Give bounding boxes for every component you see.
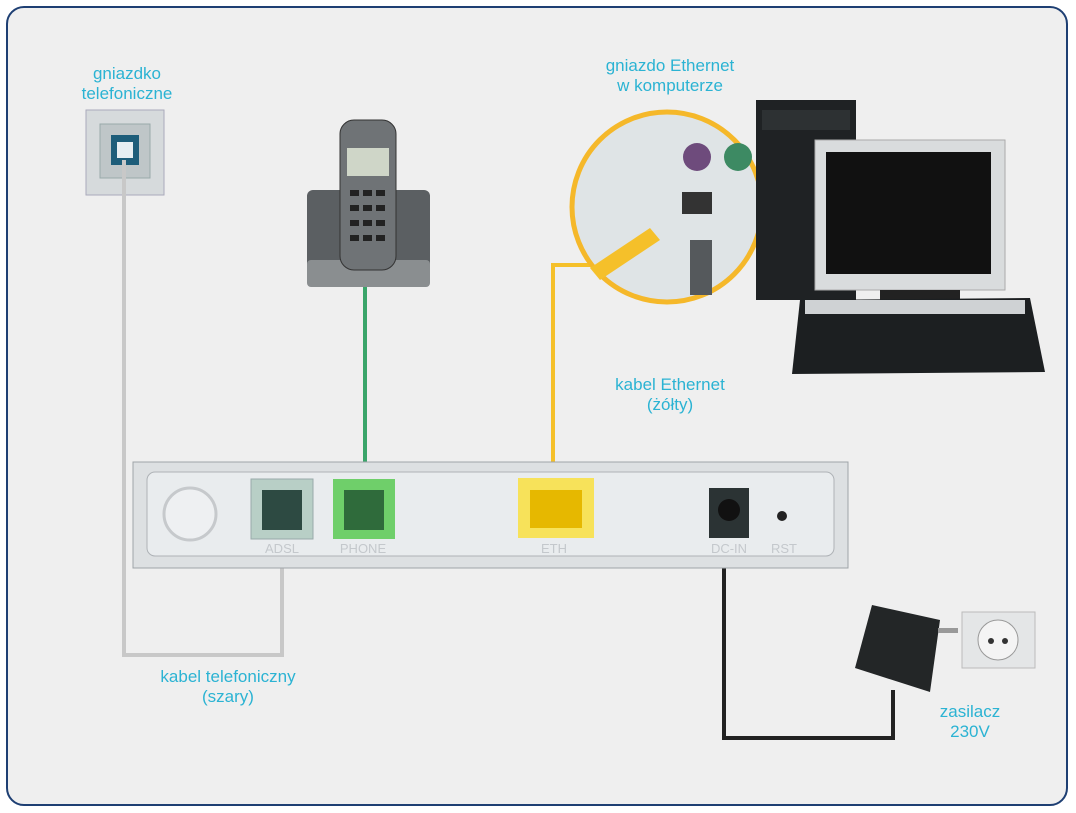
power-adapter-label: zasilacz 230V: [940, 702, 1000, 742]
cordless-phone: [307, 119, 430, 287]
computer-ethernet-port-closeup: [569, 109, 765, 305]
keyboard: [792, 298, 1045, 374]
monitor: [814, 139, 1006, 300]
phone-port-label: PHONE: [339, 541, 387, 556]
computer-ethernet-label: gniazdo Ethernet w komputerze: [606, 56, 735, 96]
label-line: (żółty): [646, 395, 694, 414]
power-outlet: [961, 611, 1036, 669]
power-adapter: [855, 605, 958, 692]
dc-in-port-label: DC-IN: [710, 541, 748, 556]
label-line: gniazdo Ethernet: [605, 56, 735, 75]
phone-cable-label: kabel telefoniczny (szary): [160, 667, 295, 707]
label-line: (szary): [202, 687, 254, 706]
label-line: telefoniczne: [81, 84, 173, 103]
reset-button: [777, 511, 787, 521]
router-back-panel: [132, 461, 849, 569]
ethernet-cable-yellow: [551, 263, 590, 505]
label-line: kabel Ethernet: [615, 375, 725, 394]
power-cable-black: [722, 510, 895, 740]
wall-socket-label: gniazdko telefoniczne: [82, 64, 173, 104]
adsl-port-label: ADSL: [265, 541, 299, 556]
phone-cable-gray: [122, 160, 284, 657]
label-line: w komputerze: [617, 76, 723, 95]
label-line: gniazdko: [92, 64, 162, 83]
rst-label: RST: [771, 541, 797, 556]
label-line: 230V: [950, 722, 990, 741]
ethernet-cable-label: kabel Ethernet (żółty): [615, 375, 725, 415]
label-line: zasilacz: [939, 702, 1001, 721]
label-line: kabel telefoniczny: [160, 667, 296, 686]
eth-port-label: ETH: [541, 541, 567, 556]
